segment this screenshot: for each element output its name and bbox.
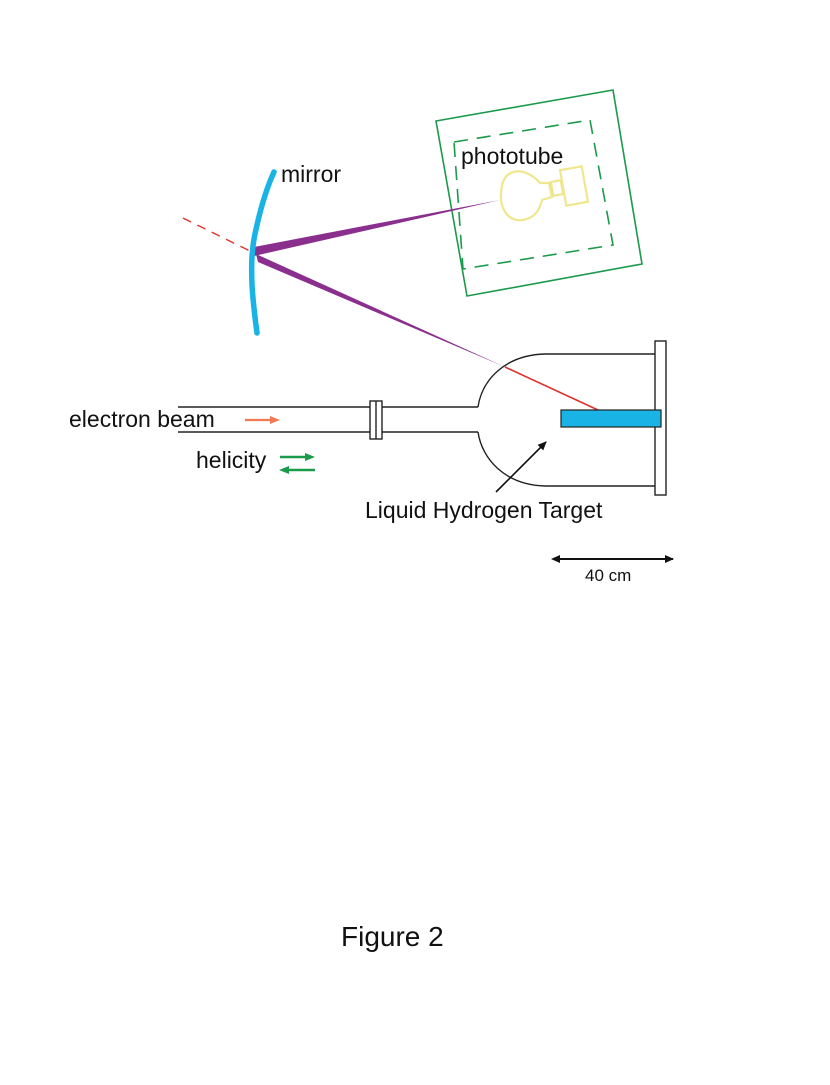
scattered-ray-extension <box>182 217 253 253</box>
target-label: Liquid Hydrogen Target <box>365 497 603 523</box>
beam-arrow-icon <box>245 416 280 424</box>
scale-label: 40 cm <box>585 566 631 585</box>
electron-beam-label: electron beam <box>69 406 215 432</box>
mirror-label: mirror <box>281 161 341 187</box>
phototube-shield-dashed <box>453 119 614 270</box>
helicity-label: helicity <box>196 447 267 473</box>
phototube-label: phototube <box>461 143 563 169</box>
target-cell <box>560 409 662 428</box>
figure-caption: Figure 2 <box>341 921 444 952</box>
light-cone-to-phototube <box>254 200 500 256</box>
light-cone-from-target <box>256 254 505 367</box>
target-pointer-arrow <box>495 441 547 493</box>
mirror <box>248 169 277 336</box>
phototube-icon <box>499 165 590 222</box>
beam-pipe <box>178 400 478 440</box>
helicity-arrows-icon <box>279 453 315 474</box>
phototube-housing <box>435 89 643 297</box>
scattered-ray <box>504 366 599 411</box>
